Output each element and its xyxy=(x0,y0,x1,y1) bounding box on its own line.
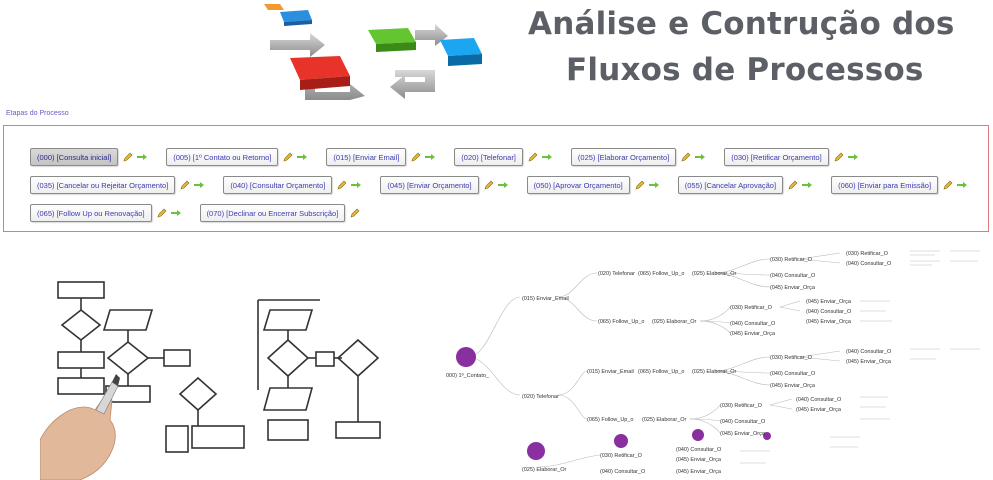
mindmap-node: (045) Enviar_Orça xyxy=(676,469,722,475)
mindmap-node-dot[interactable] xyxy=(692,429,704,441)
mindmap-node: (015) Enviar_Email xyxy=(522,296,569,302)
mindmap-node: (045) Enviar_Orça xyxy=(730,331,776,337)
pencil-icon[interactable] xyxy=(179,179,191,191)
mindmap-node: (045) Enviar_Orça xyxy=(720,431,766,437)
pencil-icon[interactable] xyxy=(483,179,495,191)
mindmap-node: (040) Consultar_O xyxy=(730,321,776,327)
arrow-right-icon[interactable] xyxy=(193,181,205,189)
mindmap-node: (040) Consultar_O xyxy=(846,261,892,267)
mindmap-node: (045) Enviar_Orça xyxy=(806,299,852,305)
mindmap-node: (030) Retificar_O xyxy=(730,305,773,311)
steps-row-3: (065) [Follow Up ou Renovação] (070) [De… xyxy=(30,202,379,224)
step-070-button[interactable]: (070) [Declinar ou Encerrar Subscrição] xyxy=(199,204,346,222)
section-label: Etapas do Processo xyxy=(6,110,69,117)
arrow-right-icon[interactable] xyxy=(296,153,308,161)
step-055-button[interactable]: (055) [Cancelar Aprovação] xyxy=(677,176,784,194)
pencil-icon[interactable] xyxy=(942,179,954,191)
arrow-right-icon[interactable] xyxy=(350,181,362,189)
arrow-right-icon[interactable] xyxy=(497,181,509,189)
step-060-button[interactable]: (060) [Enviar para Emissão] xyxy=(831,176,939,194)
pencil-icon[interactable] xyxy=(833,151,845,163)
mindmap-node-dot[interactable] xyxy=(527,442,545,460)
mindmap-node: (025) Elaborar_Or xyxy=(642,417,686,423)
steps-row-2: (035) [Cancelar ou Rejeitar Orçamento] (… xyxy=(30,174,986,196)
mindmap-node: (030) Retificar_O xyxy=(846,251,889,257)
process-arrows-illustration xyxy=(264,4,482,100)
mindmap-node: (065) Follow_Up_o xyxy=(587,417,633,423)
process-steps-panel: (000) [Consulta inicial] (005) [1º Conta… xyxy=(3,125,989,232)
mindmap-node: (025) Elaborar_Or xyxy=(692,271,736,277)
arrow-right-icon[interactable] xyxy=(956,181,968,189)
step-040-button[interactable]: (040) [Consultar Orçamento] xyxy=(223,176,333,194)
mindmap-node-dot[interactable] xyxy=(614,434,628,448)
step-015-button[interactable]: (015) [Enviar Email] xyxy=(326,148,407,166)
mindmap-node: (045) Enviar_Orça xyxy=(770,383,816,389)
pencil-icon[interactable] xyxy=(787,179,799,191)
pencil-icon[interactable] xyxy=(680,151,692,163)
pencil-icon[interactable] xyxy=(282,151,294,163)
mindmap-root-dot[interactable] xyxy=(456,347,476,367)
mindmap-node: (025) Elaborar_Or xyxy=(652,319,696,325)
pencil-icon[interactable] xyxy=(410,151,422,163)
mindmap-node: (030) Retificar_O xyxy=(770,355,813,361)
flowchart-sketch-illustration xyxy=(40,281,381,480)
mindmap-node: (040) Consultar_O xyxy=(720,419,766,425)
mindmap-node: (045) Enviar_Orça xyxy=(796,407,842,413)
mindmap-node: (020) Telefonar xyxy=(598,271,635,277)
steps-row-1: (000) [Consulta inicial] (005) [1º Conta… xyxy=(30,146,877,168)
step-035-button[interactable]: (035) [Cancelar ou Rejeitar Orçamento] xyxy=(30,176,176,194)
mindmap-node: (040) Consultar_O xyxy=(796,397,842,403)
mindmap-node-dot[interactable] xyxy=(763,432,771,440)
step-000-button[interactable]: (000) [Consulta inicial] xyxy=(30,148,119,166)
arrow-right-icon[interactable] xyxy=(424,153,436,161)
mindmap-node: (065) Follow_Up_o xyxy=(638,369,684,375)
mindmap-node: (015) Enviar_Email xyxy=(587,369,634,375)
mindmap-node: (065) Follow_Up_o xyxy=(638,271,684,277)
arrow-right-icon[interactable] xyxy=(694,153,706,161)
pencil-icon[interactable] xyxy=(527,151,539,163)
pencil-icon[interactable] xyxy=(336,179,348,191)
arrow-right-icon[interactable] xyxy=(136,153,148,161)
mindmap-node: (040) Consultar_O xyxy=(770,371,816,377)
mindmap-root-label: 000) 1º_Contato_ xyxy=(446,372,490,379)
mindmap-node: (025) Elaborar_Or xyxy=(692,369,736,375)
mindmap-node: (040) Consultar_O xyxy=(846,349,892,355)
pencil-icon[interactable] xyxy=(156,207,168,219)
mindmap-node: (045) Enviar_Orça xyxy=(846,359,892,365)
mindmap-node: (065) Follow_Up_o xyxy=(598,319,644,325)
mindmap-node: (040) Consultar_O xyxy=(806,309,852,315)
mindmap-node: (040) Consultar_O xyxy=(770,273,816,279)
pencil-icon[interactable] xyxy=(634,179,646,191)
step-065-button[interactable]: (065) [Follow Up ou Renovação] xyxy=(30,204,152,222)
mindmap-node: (030) Retificar_O xyxy=(770,257,813,263)
page-title-line-2: Fluxos de Processos xyxy=(566,52,924,88)
mindmap-node: (045) Enviar_Orça xyxy=(806,319,852,325)
step-020-button[interactable]: (020) [Telefonar] xyxy=(454,148,523,166)
step-050-button[interactable]: (050) [Aprovar Orçamento] xyxy=(526,176,630,194)
mindmap-node: (030) Retificar_O xyxy=(720,403,763,409)
mindmap-node: (040) Consultar_O xyxy=(676,447,722,453)
mindmap-node: (045) Enviar_Orça xyxy=(676,457,722,463)
step-005-button[interactable]: (005) [1º Contato ou Retorno] xyxy=(166,148,279,166)
mindmap-node: (020) Telefonar xyxy=(522,394,559,400)
pencil-icon[interactable] xyxy=(122,151,134,163)
arrow-right-icon[interactable] xyxy=(541,153,553,161)
pencil-icon[interactable] xyxy=(349,207,361,219)
arrow-right-icon[interactable] xyxy=(170,209,182,217)
mindmap-node: (030) Retificar_O xyxy=(600,453,643,459)
step-045-button[interactable]: (045) [Enviar Orçamento] xyxy=(380,176,479,194)
arrow-right-icon[interactable] xyxy=(847,153,859,161)
page-title-line-1: Análise e Contrução dos xyxy=(528,6,955,42)
step-025-button[interactable]: (025) [Elaborar Orçamento] xyxy=(570,148,677,166)
step-030-button[interactable]: (030) [Retificar Orçamento] xyxy=(724,148,829,166)
mindmap-node: (025) Elaborar_Or xyxy=(522,467,566,473)
arrow-right-icon[interactable] xyxy=(648,181,660,189)
arrow-right-icon[interactable] xyxy=(801,181,813,189)
mindmap-node: (040) Consultar_O xyxy=(600,469,646,475)
process-mind-map: 000) 1º_Contato_ (015) Enviar_Email (020… xyxy=(446,250,980,475)
mindmap-node: (045) Enviar_Orça xyxy=(770,285,816,291)
